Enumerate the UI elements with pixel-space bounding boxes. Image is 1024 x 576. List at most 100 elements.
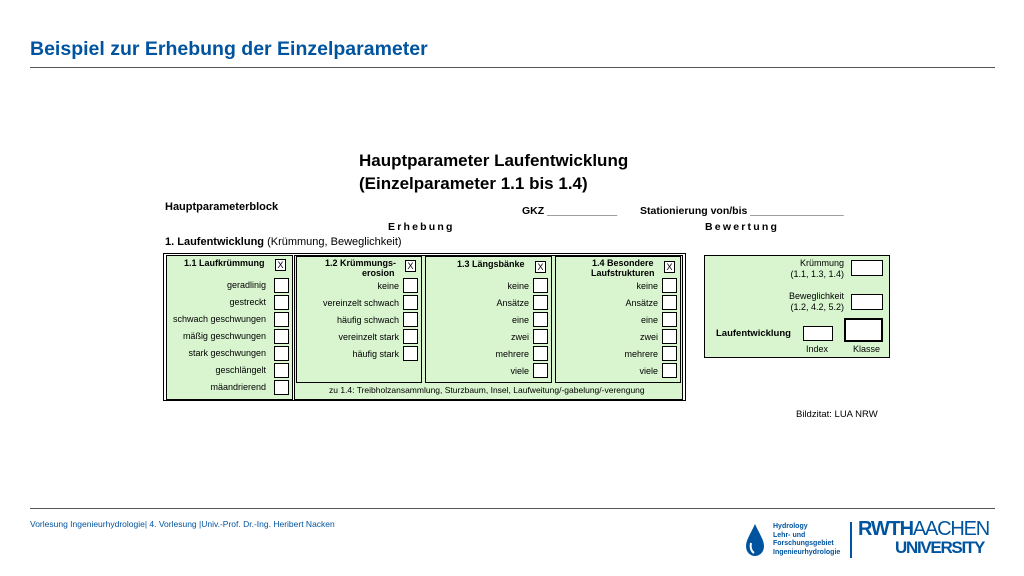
hydrology-line: Ingenieurhydrologie <box>773 548 841 556</box>
col4-option: Ansätze <box>625 298 658 308</box>
col1-checkbox[interactable] <box>274 312 289 327</box>
col1-checkbox[interactable] <box>274 278 289 293</box>
col4-mark[interactable]: X <box>664 261 675 273</box>
rwth-logo-line2: UNIVERSITY <box>895 538 985 557</box>
col1-checkbox[interactable] <box>274 295 289 310</box>
col1-option: schwach geschwungen <box>172 314 266 324</box>
col2-option: vereinzelt stark <box>338 332 399 342</box>
footer-text: Vorlesung Ingenieurhydrologie| 4. Vorles… <box>30 519 335 529</box>
col2-option: keine <box>377 281 399 291</box>
col3-checkbox[interactable] <box>533 363 548 378</box>
col3-checkbox[interactable] <box>533 295 548 310</box>
col2-mark[interactable]: X <box>405 260 416 272</box>
col4-option: keine <box>636 281 658 291</box>
col4-header-line1: 1.4 Besondere <box>592 258 654 268</box>
col4-checkbox[interactable] <box>662 363 677 378</box>
col3-option: Ansätze <box>496 298 529 308</box>
col3-checkbox[interactable] <box>533 278 548 293</box>
col2-checkbox[interactable] <box>403 278 418 293</box>
col4-option: mehrere <box>624 349 658 359</box>
col4-option: zwei <box>639 332 658 342</box>
col3-mark[interactable]: X <box>535 261 546 273</box>
klasse-label: Klasse <box>853 344 881 354</box>
col2-checkbox[interactable] <box>403 329 418 344</box>
kruemmung-input[interactable] <box>851 260 883 276</box>
rwth-logo-rwth: RWTH <box>858 518 914 540</box>
laufentwicklung-label: Laufentwicklung <box>716 328 791 339</box>
col3-option: keine <box>507 281 529 291</box>
water-drop-icon <box>744 523 766 557</box>
beweglichkeit-ref: (1.2, 4.2, 5.2) <box>790 302 844 312</box>
col4-checkbox[interactable] <box>662 278 677 293</box>
index-label: Index <box>806 344 829 354</box>
hydrology-logo-text: Hydrology Lehr- und Forschungsgebiet Ing… <box>773 523 840 557</box>
col2-checkbox[interactable] <box>403 312 418 327</box>
col2-header-line2: erosion <box>362 268 395 278</box>
hydrology-line: Hydrology <box>773 523 808 530</box>
form-title-line2: (Einzelparameter 1.1 bis 1.4) <box>359 174 588 193</box>
section-heading: 1. Laufentwicklung (Krümmung, Beweglichk… <box>165 236 402 248</box>
klasse-input[interactable] <box>844 318 883 342</box>
hydrology-line: Lehr- und <box>773 531 806 539</box>
erhebung-frame <box>163 253 686 401</box>
col4-option: eine <box>640 315 658 325</box>
col4-option: viele <box>639 366 658 376</box>
index-input[interactable] <box>803 326 833 341</box>
col3-checkbox[interactable] <box>533 329 548 344</box>
col1-option: gestreckt <box>229 297 266 307</box>
col3-checkbox[interactable] <box>533 346 548 361</box>
image-credit: Bildzitat: LUA NRW <box>796 409 878 420</box>
col1-option: geradlinig <box>226 280 266 290</box>
col4-checkbox[interactable] <box>662 329 677 344</box>
kruemmung-ref: (1.1, 1.3, 1.4) <box>790 269 844 279</box>
col2-header-line1: 1.2 Krümmungs- <box>325 258 397 268</box>
col1-checkbox[interactable] <box>274 363 289 378</box>
erhebung-green-band: zu 1.4: Treibholzansammlung, Sturzbaum, … <box>294 255 683 400</box>
col1-checkbox[interactable] <box>274 380 289 395</box>
col3-checkbox[interactable] <box>533 312 548 327</box>
col4-header-line2: Laufstrukturen <box>591 268 655 278</box>
beweglichkeit-label: Beweglichkeit (1.2, 4.2, 5.2) <box>789 291 844 313</box>
col1-option: stark geschwungen <box>188 348 266 358</box>
col4-checkbox[interactable] <box>662 346 677 361</box>
col1-option: mäandrierend <box>210 382 266 392</box>
gkz-field: GKZ ____________ <box>522 205 618 217</box>
col-kruemmungserosion: 1.2 Krümmungs- erosion X keine vereinzel… <box>296 256 422 383</box>
col4-checkbox[interactable] <box>662 312 677 327</box>
col1-mark[interactable]: X <box>275 259 286 271</box>
structures-note: zu 1.4: Treibholzansammlung, Sturzbaum, … <box>329 385 645 395</box>
kruemmung-label: Krümmung (1.1, 1.3, 1.4) <box>790 258 844 280</box>
station-field: Stationierung von/bis ________________ <box>640 205 844 217</box>
col-besondere-laufstrukturen: 1.4 Besondere Laufstrukturen X keine Ans… <box>555 256 681 383</box>
footer-divider <box>30 508 995 509</box>
col3-option: zwei <box>510 332 529 342</box>
col3-option: mehrere <box>495 349 529 359</box>
col1-checkbox[interactable] <box>274 329 289 344</box>
col3-header: 1.3 Längsbänke <box>457 259 525 269</box>
col1-option: geschlängelt <box>215 365 266 375</box>
col-laengsbaenke: 1.3 Längsbänke X keine Ansätze eine zwei… <box>425 256 552 383</box>
rwth-logo-line1: RWTHAACHEN <box>858 518 990 540</box>
bewertung-heading: Bewertung <box>705 221 780 233</box>
col4-checkbox[interactable] <box>662 295 677 310</box>
kruemmung-text: Krümmung <box>799 258 844 268</box>
block-label: Hauptparameterblock <box>165 201 279 213</box>
col2-checkbox[interactable] <box>403 295 418 310</box>
col1-checkbox[interactable] <box>274 346 289 361</box>
hydrology-line: Forschungsgebiet <box>773 540 834 547</box>
col-laufkruemmung: 1.1 Laufkrümmung X geradlinig gestreckt … <box>166 255 293 400</box>
section-heading-rest: (Krümmung, Beweglichkeit) <box>264 236 402 248</box>
form-title: Hauptparameter Laufentwicklung (Einzelpa… <box>359 149 628 195</box>
section-heading-bold: 1. Laufentwicklung <box>165 236 265 248</box>
col2-option: vereinzelt schwach <box>322 298 399 308</box>
col2-option: häufig stark <box>352 349 399 359</box>
beweglichkeit-text: Beweglichkeit <box>788 291 844 301</box>
form-title-line1: Hauptparameter Laufentwicklung <box>359 151 629 170</box>
col1-option: mäßig geschwungen <box>182 331 266 341</box>
bewertung-panel: Krümmung (1.1, 1.3, 1.4) Beweglichkeit (… <box>704 255 890 358</box>
col2-option: häufig schwach <box>336 315 399 325</box>
rwth-logo-bar <box>850 522 852 558</box>
col1-header: 1.1 Laufkrümmung <box>184 258 265 268</box>
col2-checkbox[interactable] <box>403 346 418 361</box>
beweglichkeit-input[interactable] <box>851 294 883 310</box>
